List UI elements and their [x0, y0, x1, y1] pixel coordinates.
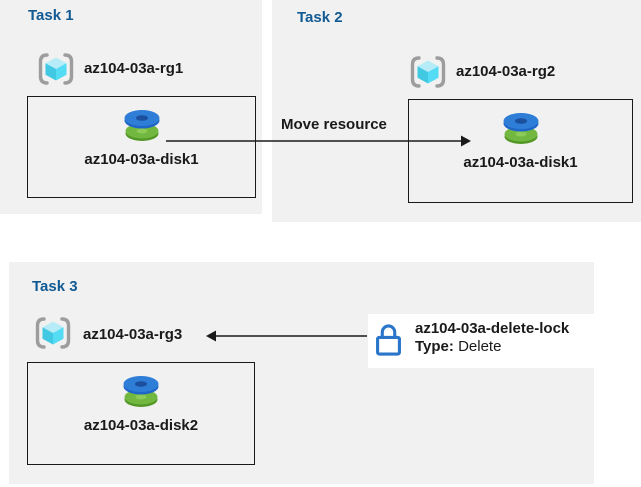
lock-type-value: Delete	[458, 338, 502, 355]
task1-resource-box: az104-03a-disk1	[27, 96, 256, 198]
task1-panel: Task 1 az104-03a-rg1 az104-03a-disk1	[0, 0, 262, 214]
task3-title: Task 3	[32, 278, 78, 295]
task2-panel: Task 2 az104-03a-rg2 az104-03a-disk1	[272, 0, 641, 222]
disk-label: az104-03a-disk2	[83, 417, 199, 434]
task3-panel: Task 3 az104-03a-rg3 az104-03a-disk2	[9, 262, 594, 484]
move-arrow-label: Move resource	[281, 116, 387, 133]
resource-group-icon	[38, 53, 74, 85]
resource-group-icon	[410, 56, 446, 88]
disk-label: az104-03a-disk1	[463, 154, 578, 171]
task2-title: Task 2	[297, 9, 343, 26]
resource-group-icon	[35, 317, 71, 349]
resource-group-label: az104-03a-rg3	[83, 326, 183, 343]
disk-icon	[503, 113, 538, 144]
lock-icon	[376, 324, 401, 356]
task1-title: Task 1	[28, 7, 74, 24]
move-arrow	[166, 135, 471, 147]
lock-name: az104-03a-delete-lock	[415, 320, 570, 337]
lock-annotation: az104-03a-delete-lock Type: Delete	[415, 320, 569, 356]
task3-resource-box: az104-03a-disk2	[27, 362, 255, 465]
delete-lock-arrow	[206, 330, 367, 342]
disk-icon	[123, 376, 159, 407]
task2-resource-box: az104-03a-disk1	[408, 99, 633, 203]
resource-group-label: az104-03a-rg1	[84, 60, 184, 77]
disk-icon	[124, 110, 159, 141]
resource-group-label: az104-03a-rg2	[456, 63, 556, 80]
disk-label: az104-03a-disk1	[84, 151, 199, 168]
lock-type: Type: Delete	[415, 338, 569, 356]
delete-lock-card: az104-03a-delete-lock Type: Delete	[368, 314, 594, 368]
lock-type-label: Type:	[415, 338, 454, 355]
